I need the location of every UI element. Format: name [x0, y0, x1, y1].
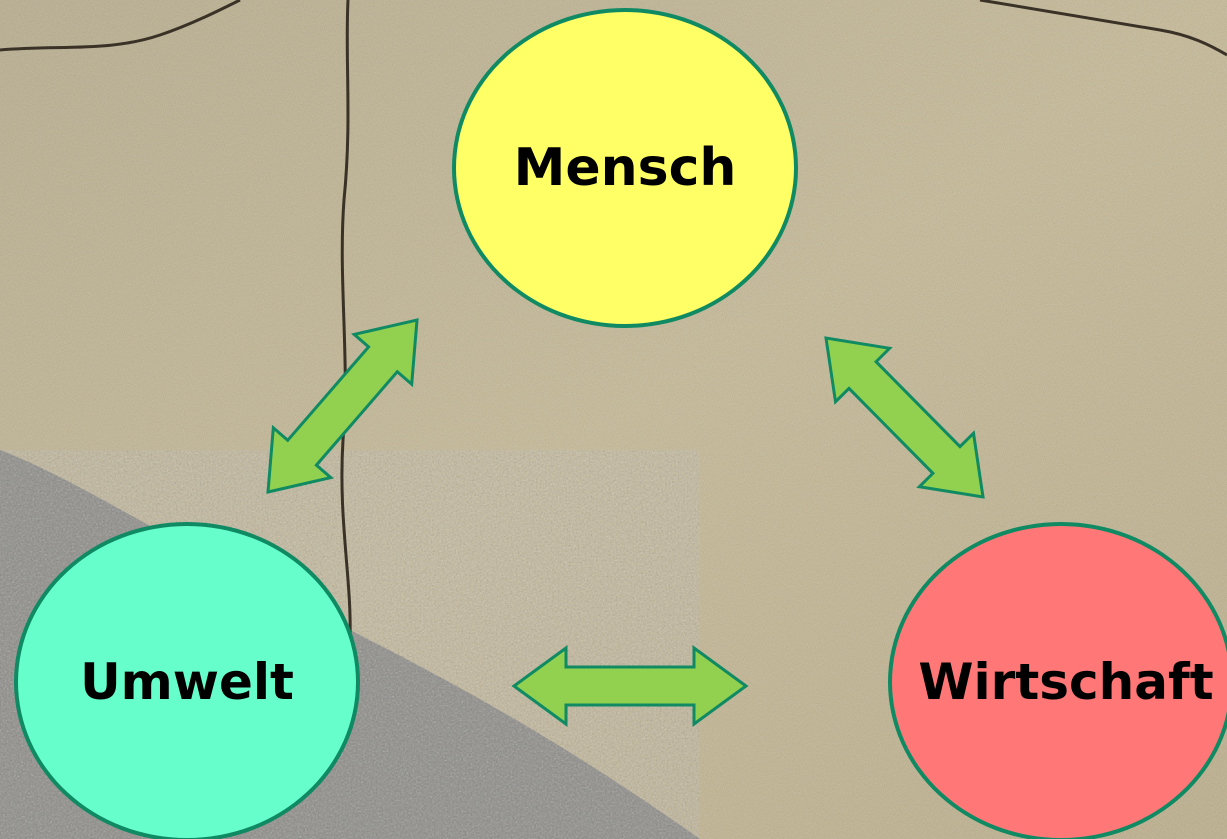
node-mensch-label: Mensch [514, 138, 737, 198]
node-umwelt-label: Umwelt [80, 653, 294, 711]
node-mensch: Mensch [452, 8, 798, 328]
node-wirtschaft-label: Wirtschaft [918, 653, 1213, 711]
node-umwelt: Umwelt [14, 522, 360, 839]
node-wirtschaft: Wirtschaft [888, 522, 1227, 839]
